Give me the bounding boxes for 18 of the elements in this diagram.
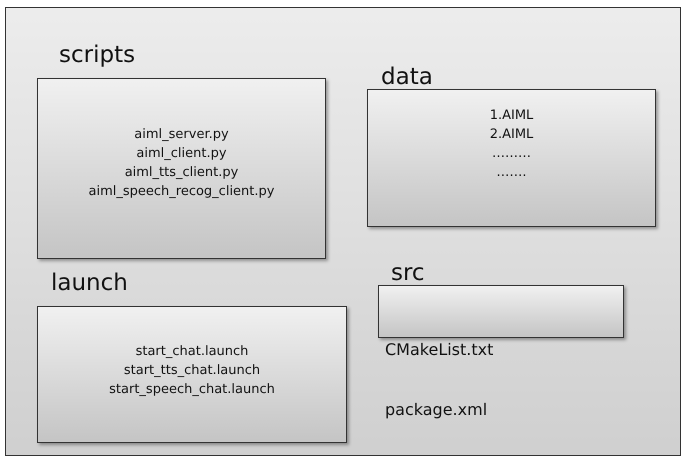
file-name: aiml_server.py	[134, 126, 229, 144]
file-name: 2.AIML	[490, 126, 534, 144]
file-name: package.xml	[385, 400, 488, 419]
file-name: start_tts_chat.launch	[124, 362, 260, 380]
folder-heading: launch	[51, 270, 128, 296]
file-name: CMakeList.txt	[385, 340, 494, 359]
file-name: aiml_speech_recog_client.py	[88, 182, 274, 200]
folder-heading: src	[391, 260, 425, 286]
outer-frame	[5, 7, 681, 456]
file-name: start_chat.launch	[136, 343, 248, 361]
file-name: …….	[496, 164, 527, 182]
file-name: aiml_client.py	[136, 144, 227, 162]
file-name: 1.AIML	[490, 107, 534, 125]
file-name: start_speech_chat.launch	[109, 381, 275, 399]
folder-heading: scripts	[59, 42, 136, 68]
folder-heading: data	[381, 64, 433, 90]
file-name: ………	[492, 145, 531, 163]
file-name: aiml_tts_client.py	[124, 164, 238, 182]
